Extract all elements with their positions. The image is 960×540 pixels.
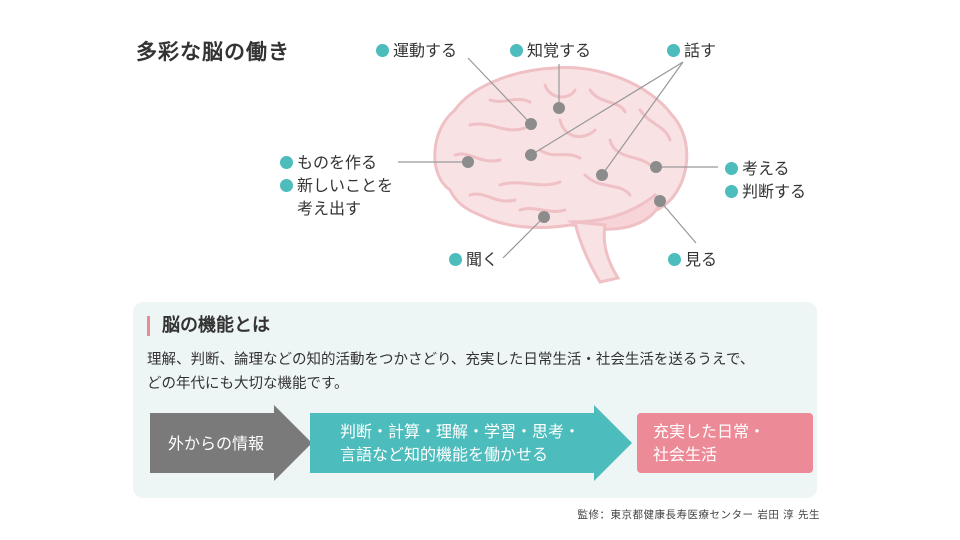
brain-stem — [573, 220, 621, 284]
teal-dot-icon — [725, 185, 738, 198]
label-create-line1: ものを作る — [297, 153, 378, 172]
label-hear: 聞く — [449, 248, 498, 271]
teal-dot-icon — [510, 44, 523, 57]
label-create-line3: 考え出す — [297, 199, 362, 218]
dot-create — [462, 156, 474, 168]
teal-dot-icon — [280, 156, 293, 169]
flow-step-process: 判断・計算・理解・学習・思考・ 言語など知的機能を働かせる — [340, 405, 610, 481]
flow-step-input-text: 外からの情報 — [168, 433, 265, 453]
teal-dot-icon — [376, 44, 389, 57]
dot-hear — [538, 211, 550, 223]
panel-description-line2: どの年代にも大切な機能です。 — [147, 376, 349, 392]
label-move-text: 運動する — [393, 41, 458, 60]
label-hear-text: 聞く — [466, 250, 499, 269]
label-perceive: 知覚する — [510, 39, 591, 62]
dot-speak-a — [525, 149, 537, 161]
label-speak: 話す — [667, 39, 716, 62]
label-speak-text: 話す — [684, 41, 717, 60]
flow-step-outcome-line2: 社会生活 — [653, 445, 718, 464]
flow-diagram: 外からの情報 判断・計算・理解・学習・思考・ 言語など知的機能を働かせる 充実し… — [150, 405, 813, 481]
brain-function-panel: 脳の機能とは 理解、判断、論理などの知的活動をつかさどり、充実した日常生活・社会… — [133, 302, 817, 498]
label-see-text: 見る — [685, 250, 718, 269]
label-create: ものを作る 新しいことを 考え出す — [280, 151, 393, 220]
label-judge-text: 判断する — [742, 182, 807, 201]
label-think-judge: 考える 判断する — [725, 157, 806, 203]
label-think-text: 考える — [742, 159, 790, 178]
label-perceive-text: 知覚する — [527, 41, 592, 60]
dot-move — [525, 118, 537, 130]
flow-arrow-gray — [150, 405, 312, 481]
dot-speak-b — [596, 169, 608, 181]
flow-step-outcome: 充実した日常・ 社会生活 — [637, 413, 813, 473]
brain-folds — [453, 83, 672, 213]
flow-arrow-teal — [310, 405, 632, 481]
brain-illustration — [398, 57, 718, 284]
panel-description-line1: 理解、判断、論理などの知的活動をつかさどり、充実した日常生活・社会生活を送るうえ… — [147, 352, 755, 368]
flow-step-process-line1: 判断・計算・理解・学習・思考・ — [340, 422, 581, 441]
flow-step-outcome-line1: 充実した日常・ — [653, 422, 766, 441]
label-move: 運動する — [376, 39, 457, 62]
dot-think — [650, 161, 662, 173]
flow-step-process-line2: 言語など知的機能を働かせる — [340, 445, 549, 464]
leader-lines — [398, 57, 718, 259]
teal-dot-icon — [667, 44, 680, 57]
dot-perceive — [553, 102, 565, 114]
teal-dot-icon — [725, 162, 738, 175]
brain-region-dots — [462, 102, 666, 223]
panel-heading: 脳の機能とは — [147, 316, 270, 336]
teal-dot-icon — [449, 253, 462, 266]
flow-step-input: 外からの情報 — [168, 405, 288, 481]
page-title: 多彩な脳の働き — [136, 40, 290, 64]
supervision-credit: 監修：東京都健康長寿医療センター 岩田 淳 先生 — [577, 509, 820, 521]
label-create-line2: 新しいことを — [297, 176, 394, 195]
dot-see — [654, 195, 666, 207]
label-see: 見る — [668, 248, 717, 271]
teal-dot-icon — [668, 253, 681, 266]
panel-description: 理解、判断、論理などの知的活動をつかさどり、充実した日常生活・社会生活を送るうえ… — [147, 348, 807, 396]
teal-dot-icon — [280, 179, 293, 192]
